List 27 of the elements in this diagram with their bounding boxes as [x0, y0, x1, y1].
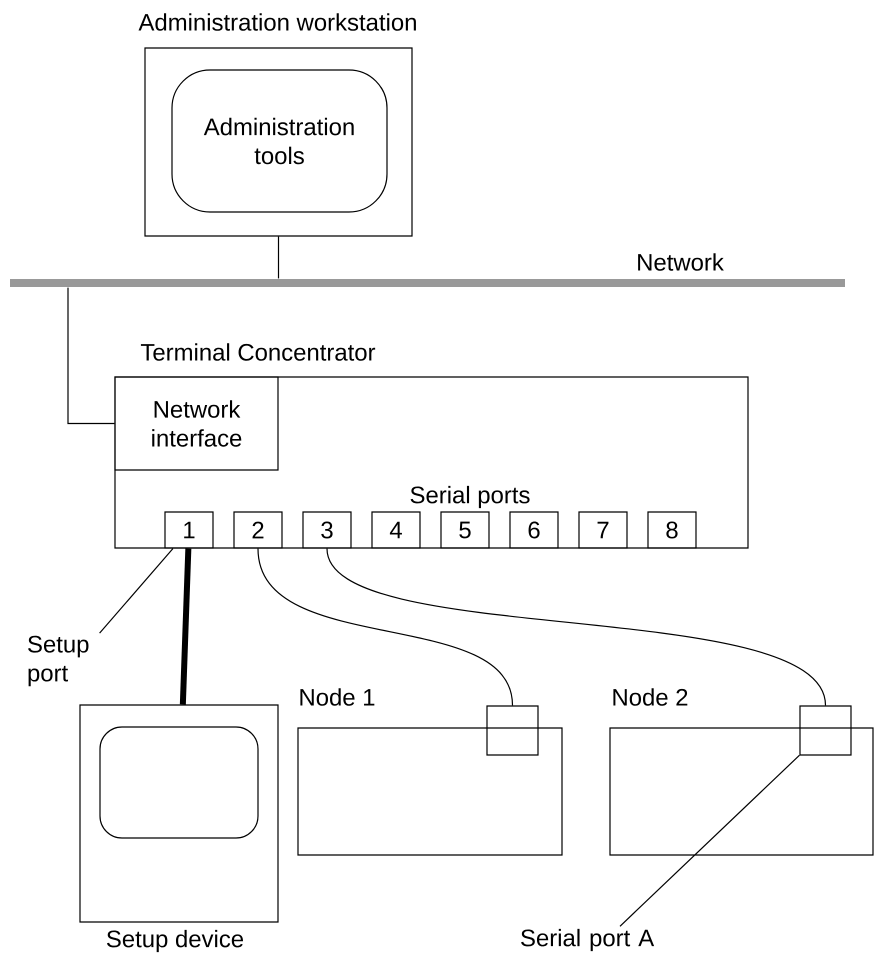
- port-box: 2: [233, 511, 283, 549]
- port-box: 4: [371, 511, 421, 549]
- port-box: 3: [302, 511, 352, 549]
- port-box: 6: [509, 511, 559, 549]
- port-box: 8: [647, 511, 697, 549]
- heading-label: Administration workstation: [138, 13, 416, 31]
- heading-label: Network: [638, 253, 724, 271]
- heading-label: Node 1: [300, 688, 374, 706]
- tools-box: Administration tools: [171, 69, 388, 213]
- heading-label: Node 2: [613, 688, 688, 706]
- heading-label: Setup device: [106, 930, 244, 952]
- leader-line: [99, 548, 174, 634]
- port-box: 1: [164, 511, 214, 549]
- port-box: 5: [440, 511, 490, 549]
- port-box: 7: [578, 511, 628, 549]
- port-box: [799, 705, 852, 756]
- cable: [180, 548, 192, 704]
- cable: [257, 548, 514, 706]
- leader-line: [620, 754, 800, 927]
- port-label: Setup port: [28, 636, 88, 686]
- port-label: Serial port A: [521, 928, 654, 952]
- cable: [67, 288, 114, 424]
- port-box: [486, 705, 539, 756]
- interface-box: Network interface: [114, 376, 279, 471]
- cable: [278, 236, 280, 278]
- heading-label: Serial ports: [410, 486, 530, 508]
- heading-label: Terminal Concentrator: [140, 343, 376, 361]
